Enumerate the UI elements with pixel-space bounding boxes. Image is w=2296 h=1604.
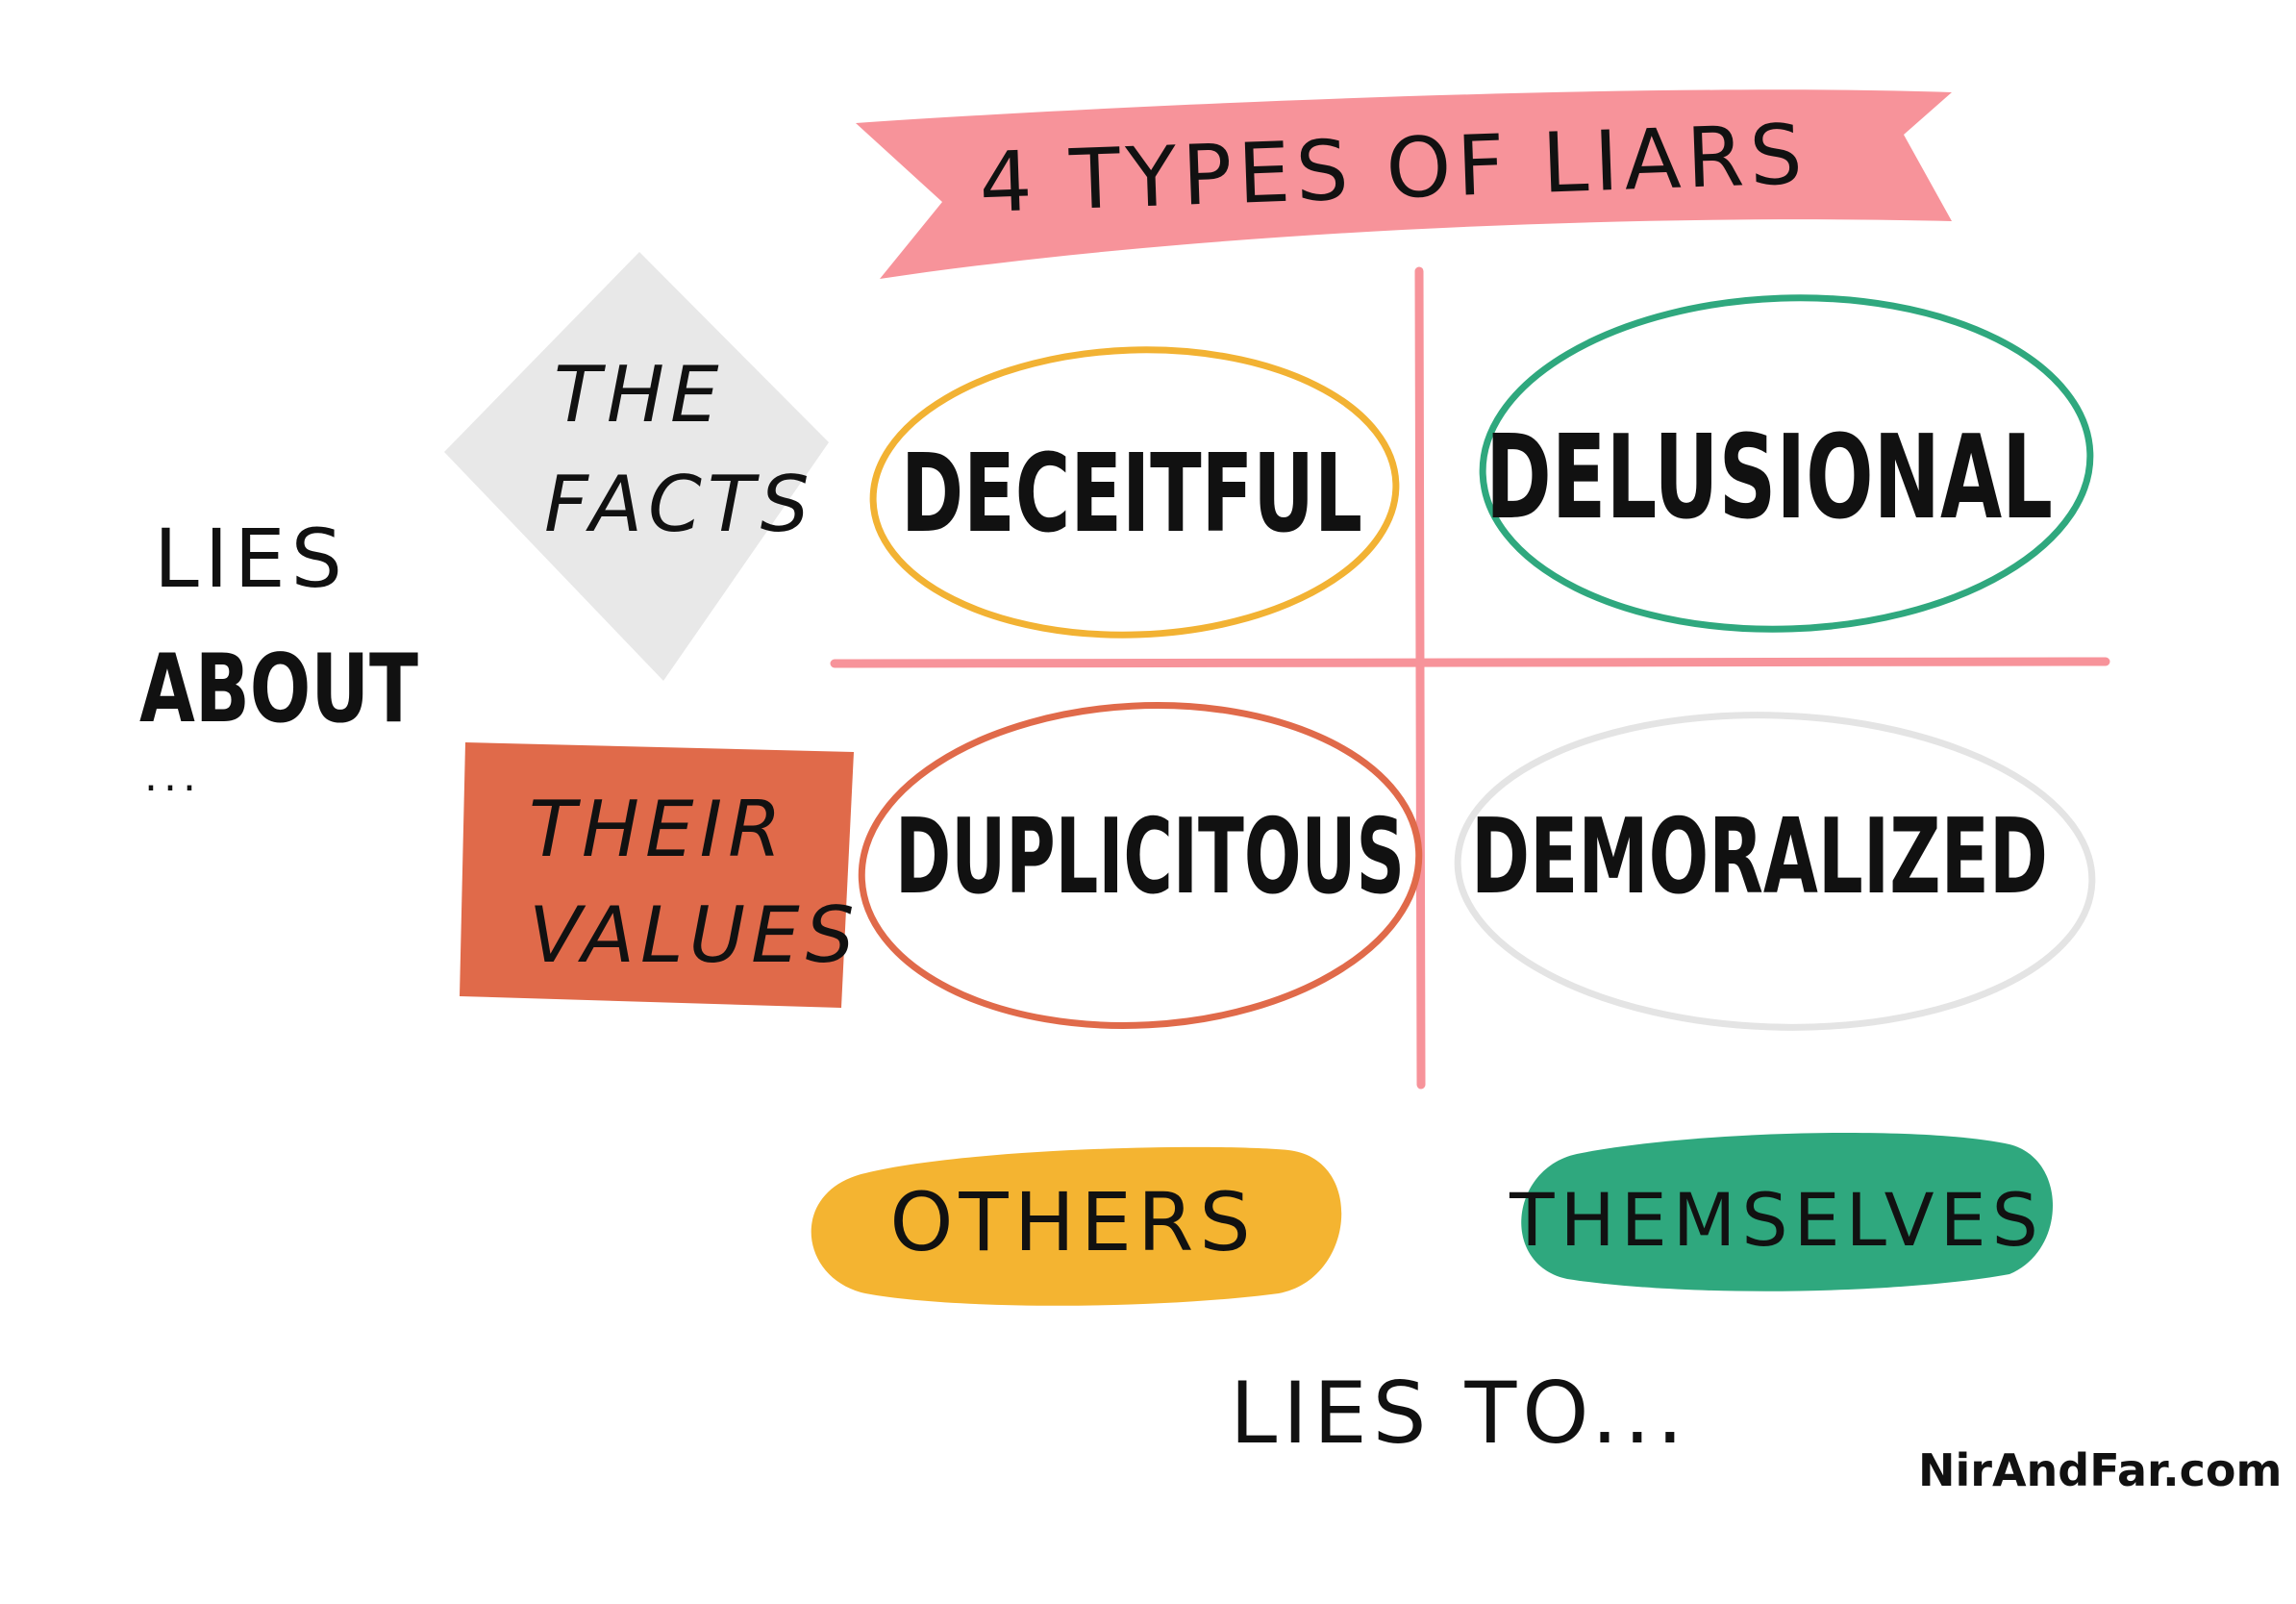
row-axis-label-line2: ABOUT (139, 635, 418, 744)
delusional-outline (1479, 294, 2094, 633)
quadrant-duplicitous: DUPLICITOUS (858, 702, 1423, 1029)
quadrant-demoralized: DEMORALIZED (1454, 712, 2096, 1031)
row-axis-label-line1: LIES (154, 512, 348, 606)
quadrant-grid (830, 266, 2110, 1090)
quadrant-delusional-label: DELUSIONAL (1485, 412, 2053, 545)
column-header-themselves-label: THEMSELVES (1509, 1177, 2044, 1263)
row-axis-label: LIES ABOUT ... (139, 512, 418, 801)
grid-horizontal-line (830, 657, 2110, 668)
row-header-facts-line2: FACTS (544, 460, 815, 549)
row-header-values-line1: THEIR (529, 785, 787, 874)
values-box (460, 742, 854, 1008)
row-header-values-line2: VALUES (529, 890, 860, 980)
banner-ribbon-icon (856, 89, 1952, 279)
column-header-themselves: THEMSELVES (1509, 1132, 2053, 1291)
column-header-others-label: OTHERS (889, 1175, 1256, 1269)
quadrant-demoralized-label: DEMORALIZED (1471, 797, 2048, 917)
others-pill (811, 1146, 1342, 1306)
quadrant-deceitful: DECEITFUL (869, 346, 1400, 639)
quadrant-delusional: DELUSIONAL (1479, 294, 2094, 633)
row-axis-label-line3: ... (144, 752, 202, 801)
row-header-facts: THE FACTS (444, 252, 829, 681)
column-header-others: OTHERS (811, 1146, 1342, 1306)
quadrant-duplicitous-label: DUPLICITOUS (895, 797, 1405, 917)
row-header-values: THEIR VALUES (460, 742, 860, 1008)
quadrant-deceitful-label: DECEITFUL (901, 432, 1362, 557)
duplicitous-outline (858, 702, 1423, 1029)
grid-vertical-line (1414, 266, 1426, 1090)
title-banner: 4 TYPES OF LIARS (856, 89, 1952, 279)
column-axis-label: LIES TO... (1230, 1364, 1689, 1463)
diamond-shape-icon (444, 252, 829, 681)
demoralized-outline (1454, 712, 2096, 1031)
site-credit: NirAndFar.com (1918, 1444, 2282, 1496)
themselves-pill (1521, 1132, 2053, 1291)
deceitful-outline (869, 346, 1400, 639)
row-header-facts-line1: THE (554, 350, 725, 439)
